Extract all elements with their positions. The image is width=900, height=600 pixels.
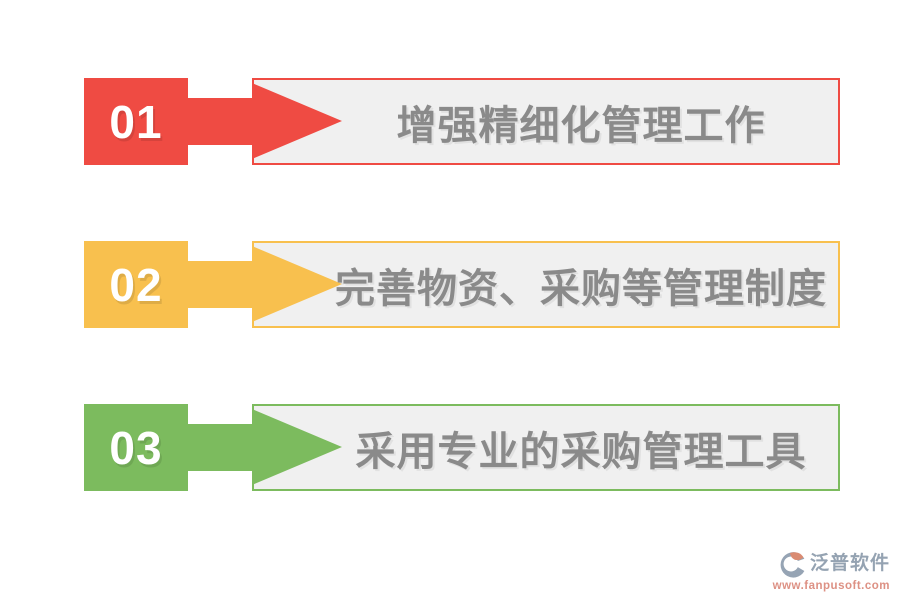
step-label-bar: 增强精细化管理工作 [252,78,840,165]
arrow-right-icon [252,246,342,322]
watermark-url: www.fanpusoft.com [772,579,890,592]
watermark-header: 泛普软件 [773,550,890,578]
step-number-badge: 02 [84,241,188,328]
step-label: 采用专业的采购管理工具 [355,429,807,474]
step-label: 完善物资、采购等管理制度 [335,266,827,311]
arrow-shaft [186,261,256,308]
step-label-bar: 采用专业的采购管理工具 [252,404,840,491]
arrow-shaft [186,424,256,471]
step-number-badge: 03 [84,404,188,491]
watermark-brand: 泛普软件 [809,553,890,574]
step-number-badge: 01 [84,78,188,165]
step-label: 增强精细化管理工作 [396,103,766,148]
step-row-1: 01 增强精细化管理工作 [0,78,900,165]
step-label-bar: 完善物资、采购等管理制度 [252,241,840,328]
step-row-3: 03 采用专业的采购管理工具 [0,404,900,491]
step-row-2: 02 完善物资、采购等管理制度 [0,241,900,328]
arrow-right-icon [252,83,342,159]
arrow-right-icon [252,409,342,485]
watermark: 泛普软件 www.fanpusoft.com [773,550,890,593]
fanpu-logo-icon [780,551,805,578]
arrow-shaft [186,98,256,145]
